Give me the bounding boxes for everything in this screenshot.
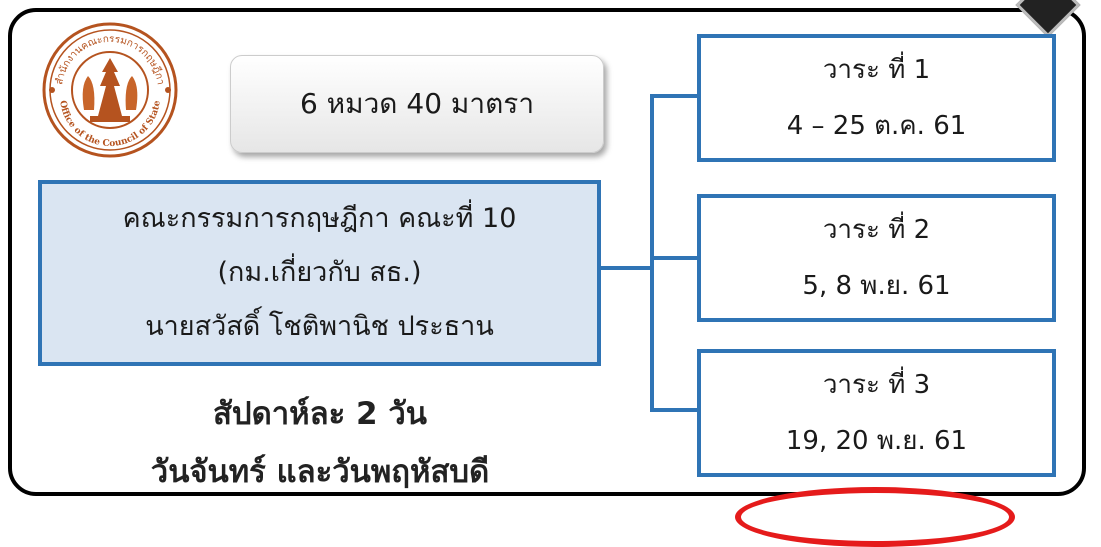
committee-chair: นายสวัสดิ์ โชติพานิช ประธาน	[145, 311, 494, 342]
stage-box-1: วาระ ที่ 1 4 – 25 ต.ค. 61	[697, 34, 1056, 162]
meeting-schedule: สัปดาห์ละ 2 วัน วันจันทร์ และวันพฤหัสบดี	[120, 385, 520, 501]
committee-box: คณะกรรมการกฤษฎีกา คณะที่ 10 (กม.เกี่ยวกั…	[38, 180, 601, 366]
red-highlight-ellipse	[735, 487, 1015, 547]
stage-dates: 4 – 25 ต.ค. 61	[786, 111, 967, 141]
summary-pill: 6 หมวด 40 มาตรา	[230, 55, 604, 153]
stage-box-3: วาระ ที่ 3 19, 20 พ.ย. 61	[697, 349, 1056, 477]
stage-dates: 19, 20 พ.ย. 61	[785, 426, 968, 456]
schedule-days: วันจันทร์ และวันพฤหัสบดี	[150, 454, 490, 490]
connector-lines	[601, 94, 697, 412]
schedule-frequency: สัปดาห์ละ 2 วัน	[213, 396, 427, 432]
stage-title: วาระ ที่ 2	[822, 215, 931, 245]
stage-box-2: วาระ ที่ 2 5, 8 พ.ย. 61	[697, 194, 1056, 322]
council-of-state-seal-logo: สำนักงานคณะกรรมการกฤษฎีกา Office of the …	[42, 22, 178, 158]
committee-name: คณะกรรมการกฤษฎีกา คณะที่ 10	[122, 203, 517, 234]
stage-title: วาระ ที่ 1	[822, 55, 931, 85]
stage-dates: 5, 8 พ.ย. 61	[802, 271, 951, 301]
summary-text: 6 หมวด 40 มาตรา	[299, 87, 535, 120]
committee-scope: (กม.เกี่ยวกับ สธ.)	[217, 257, 422, 288]
stage-title: วาระ ที่ 3	[822, 370, 931, 400]
